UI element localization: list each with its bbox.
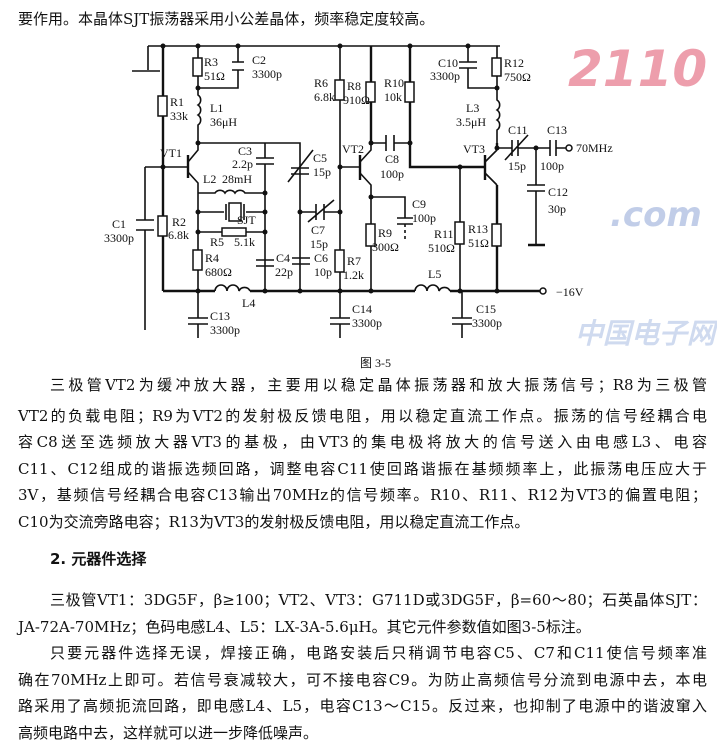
- value-l2: 28mH: [222, 172, 252, 186]
- label-r1: R1: [170, 95, 184, 109]
- value-r4: 680Ω: [205, 265, 232, 279]
- value-c14: 3300p: [352, 316, 382, 330]
- value-c7: 15p: [310, 237, 328, 251]
- value-c9: 100p: [412, 211, 436, 225]
- label-c3: C3: [238, 144, 252, 158]
- value-c5: 15p: [313, 165, 331, 179]
- label-c6: C6: [314, 251, 328, 265]
- resistors: [157, 57, 502, 273]
- label-c5: C5: [313, 151, 327, 165]
- value-l1: 36μH: [210, 115, 237, 129]
- value-r10: 10k: [384, 90, 402, 104]
- label-vt2: VT2: [342, 142, 364, 156]
- label-c12: C12: [548, 185, 568, 199]
- figure-caption: 图 3-5: [360, 356, 391, 370]
- paragraph-line: 路采用了高频扼流回路，即电感L4、L5，电容C13～C15。反过来，也抑制了电源…: [18, 697, 707, 715]
- paragraph-line: 容C8送至选频放大器VT3的基极，由VT3的集电极将放大的信号送入由电感L3、电…: [18, 433, 707, 451]
- value-c10: 3300p: [430, 69, 460, 83]
- value-c15: 3300p: [472, 316, 502, 330]
- label-c4: C4: [276, 251, 290, 265]
- value-r5: 5.1k: [234, 235, 255, 249]
- value-l3: 3.5μH: [456, 115, 486, 129]
- value-c13-output: 100p: [540, 159, 564, 173]
- label-c15: C15: [476, 302, 496, 316]
- label-r11: R11: [434, 227, 454, 241]
- value-r6: 6.8k: [314, 90, 335, 104]
- junction-dots: [160, 43, 539, 294]
- value-c8: 100p: [380, 167, 404, 181]
- label-r4: R4: [205, 251, 219, 265]
- label-c7: C7: [311, 223, 325, 237]
- label-l2: L2: [203, 172, 216, 186]
- label-l3: L3: [466, 101, 479, 115]
- value-r13: 51Ω: [468, 236, 489, 250]
- label-r6: R6: [314, 76, 328, 90]
- paragraph-line: 高频电路中去，这样就可以进一步降低噪声。: [18, 724, 319, 742]
- value-r3: 51Ω: [204, 69, 225, 83]
- label-r12: R12: [504, 56, 524, 70]
- label-c11: C11: [508, 123, 528, 137]
- label-l1: L1: [210, 101, 223, 115]
- paragraph-line: 只要元器件选择无误，焊接正确，电路安装后只稍调节电容C5、C7和C11使信号频率…: [50, 644, 707, 662]
- value-c1: 3300p: [104, 231, 134, 245]
- value-r2: 6.8k: [168, 228, 189, 242]
- label-c2: C2: [252, 53, 266, 67]
- label-c8: C8: [385, 152, 399, 166]
- value-c11: 15p: [508, 159, 526, 173]
- label-c13-left: C13: [210, 309, 230, 323]
- label-r5: R5: [210, 235, 224, 249]
- section-heading: 2. 元器件选择: [50, 550, 147, 568]
- label-r2: R2: [172, 215, 186, 229]
- supply-voltage-label: −16V: [556, 285, 584, 299]
- value-r1: 33k: [170, 109, 188, 123]
- label-r9: R9: [378, 226, 392, 240]
- value-c6: 10p: [314, 265, 332, 279]
- value-c4: 22p: [275, 265, 293, 279]
- label-r3: R3: [204, 55, 218, 69]
- value-c12: 30p: [548, 202, 566, 216]
- value-r8: 910Ω: [343, 93, 370, 107]
- label-c13-output: C13: [547, 123, 567, 137]
- value-r11: 510Ω: [428, 241, 455, 255]
- paragraph-line: 三极管VT1：3DG5F，β≥100；VT2、VT3：G711D或3DG5F，β…: [50, 591, 707, 609]
- paragraph-line: 3V，基频信号经耦合电容C13输出70MHz的信号频率。R10、R11、R12为…: [18, 486, 707, 504]
- label-l5: L5: [428, 267, 441, 281]
- paragraph-line: 确在70MHz上即可。若信号衰减较大，可不接电容C9。为防止高频信号分流到电源中…: [18, 671, 707, 689]
- top-text-line: 要作用。本晶体SJT振荡器采用小公差晶体，频率稳定度较高。: [18, 10, 435, 28]
- value-r7: 1.2k: [343, 268, 364, 282]
- value-c13-left: 3300p: [210, 323, 240, 337]
- label-c14: C14: [352, 302, 372, 316]
- paragraph-line: C10为交流旁路电容；R13为VT3的发射极反馈电阻，用以稳定直流工作点。: [18, 513, 530, 531]
- label-l4: L4: [242, 296, 255, 310]
- label-r10: R10: [384, 76, 404, 90]
- label-vt3: VT3: [463, 142, 485, 156]
- label-r8: R8: [347, 79, 361, 93]
- paragraph-line: VT2的负载电阻；R9为VT2的发射极反馈电阻，用以稳定直流工作点。振荡的信号经…: [18, 407, 707, 425]
- value-r12: 750Ω: [504, 70, 531, 84]
- value-c3: 2.2p: [232, 157, 253, 171]
- label-r7: R7: [347, 254, 361, 268]
- label-c10: C10: [438, 56, 458, 70]
- label-sjt: SJT: [237, 213, 256, 227]
- value-r9: 300Ω: [372, 240, 399, 254]
- paragraph-line: 三极管VT2为缓冲放大器，主要用以稳定晶体振荡器和放大振荡信号；R8为三极管: [50, 376, 707, 394]
- label-r13: R13: [468, 222, 488, 236]
- paragraph-line: C11、C12组成的谐振选频回路，调整电容C11使回路谐振在基频频率上，此振荡电…: [18, 460, 707, 478]
- paragraph-line: JA-72A-70MHz；色码电感L4、L5：LX-3A-5.6μH。其它元件参…: [18, 618, 591, 636]
- value-c2: 3300p: [252, 67, 282, 81]
- label-c9: C9: [412, 197, 426, 211]
- output-frequency-label: 70MHz: [576, 141, 613, 155]
- label-c1: C1: [112, 217, 126, 231]
- label-vt1: VT1: [160, 146, 182, 160]
